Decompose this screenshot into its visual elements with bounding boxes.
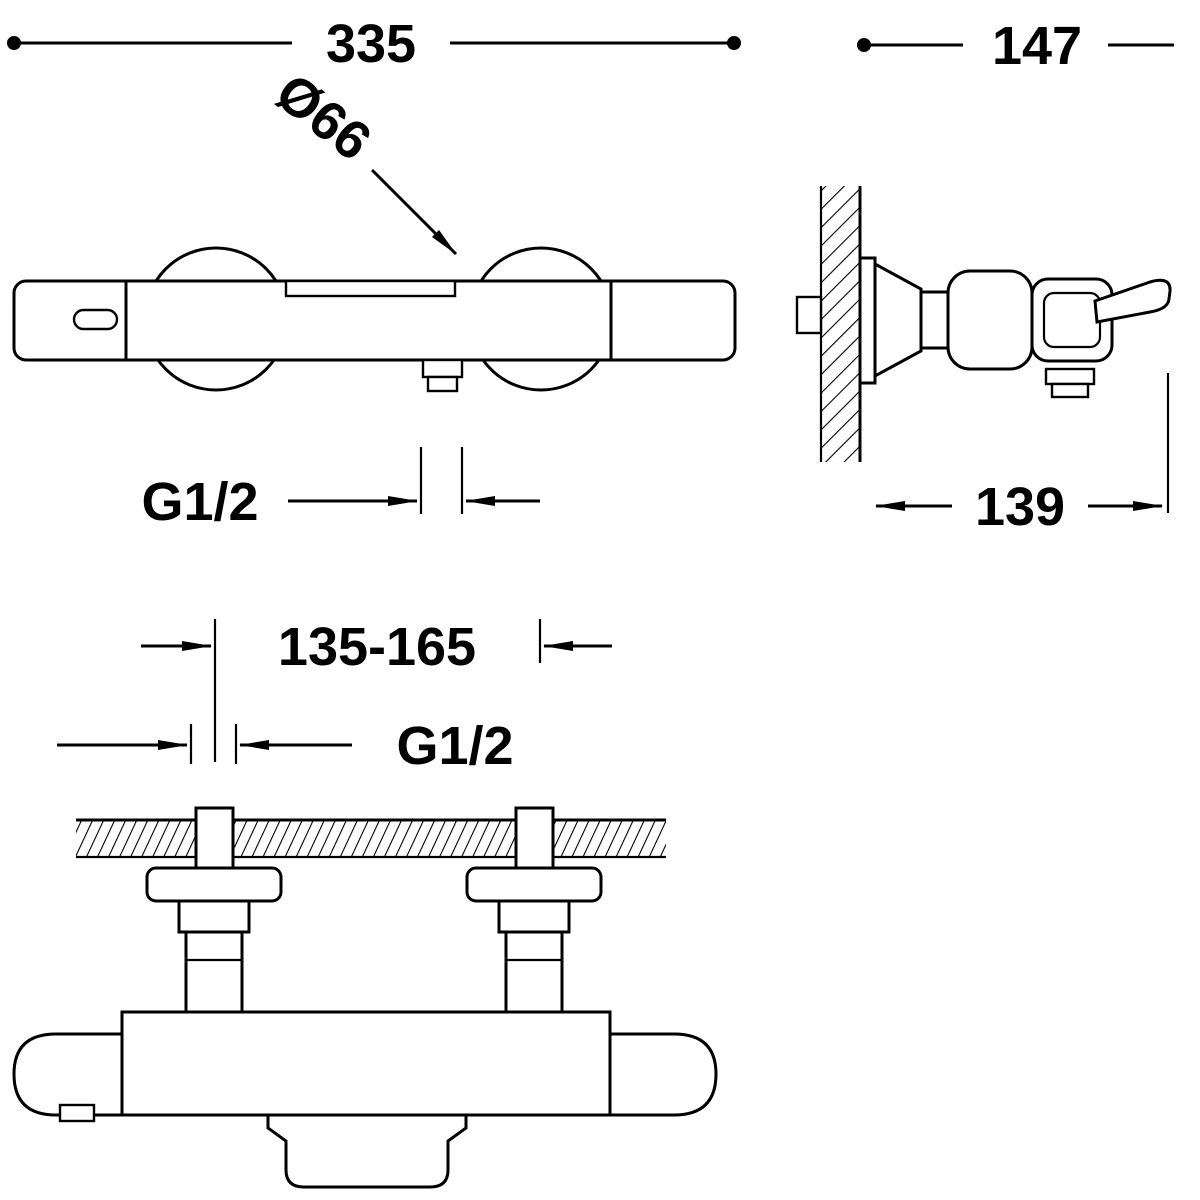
- body-connector: [919, 290, 950, 350]
- wall-hatch: [76, 820, 666, 857]
- dim-label-inlet-centers: 135-165: [278, 617, 476, 677]
- dim-cartridge-diameter: Ø66: [265, 62, 458, 256]
- outlet-connector-upper: [1044, 367, 1096, 386]
- right-supply-pipe: [514, 806, 555, 870]
- dim-overall-depth: 147: [857, 16, 1174, 76]
- mixer-installation-view: [12, 1010, 718, 1189]
- mixer-body: [12, 1010, 718, 1117]
- leader-arrow: [370, 168, 458, 256]
- center-window: [284, 279, 457, 298]
- installation-view: 135-165 G1/2: [12, 617, 718, 1189]
- wall-section: [795, 186, 862, 462]
- dim-outlet-thread: G1/2: [141, 447, 540, 532]
- left-end-detail: [58, 1103, 96, 1123]
- in-wall-pipe-stub: [795, 295, 823, 335]
- left-escutcheon-flange: [145, 866, 283, 903]
- dim-overall-width: 335: [7, 14, 741, 74]
- escutcheon-cone: [873, 261, 923, 379]
- outlet-connector-lower: [426, 375, 459, 393]
- dim-inlet-thread: G1/2: [57, 716, 514, 776]
- cascade-spout: [266, 1113, 468, 1189]
- outlet-connector-upper: [421, 358, 464, 379]
- indicator-slot: [72, 308, 119, 331]
- handle-lever: [1093, 278, 1172, 324]
- side-view: 147 139: [795, 16, 1174, 537]
- dim-end-dot: [727, 36, 741, 50]
- dim-wall-to-front: 139: [875, 373, 1170, 537]
- right-union-nut: [497, 899, 571, 934]
- mixer-body-side: [946, 269, 1034, 371]
- dim-label-wall-to-front: 139: [975, 477, 1065, 537]
- left-supply-pipe: [194, 806, 235, 870]
- dim-label-inlet-thread: G1/2: [396, 716, 513, 776]
- outlet-connector-lower: [1050, 382, 1090, 399]
- dim-label-outlet-thread: G1/2: [141, 472, 258, 532]
- front-view: 335 Ø66 G1/2: [7, 14, 741, 532]
- dim-inlet-centers: 135-165: [141, 617, 612, 762]
- right-inlet-leg: [504, 930, 564, 1014]
- left-inlet-leg: [184, 930, 244, 1014]
- dim-label-overall-depth: 147: [992, 16, 1082, 76]
- dim-label-overall-width: 335: [326, 14, 416, 74]
- left-union-nut: [177, 899, 251, 934]
- mixer-side-view: [858, 256, 1172, 399]
- mixer-front-view: [12, 246, 737, 393]
- wall-escutcheon: [858, 256, 877, 385]
- supply-connections: [145, 806, 603, 1014]
- dim-label-cartridge-diameter: Ø66: [265, 62, 382, 172]
- right-escutcheon-flange: [465, 866, 603, 903]
- wall-band-section: [76, 818, 666, 859]
- wall-hatch: [821, 186, 860, 462]
